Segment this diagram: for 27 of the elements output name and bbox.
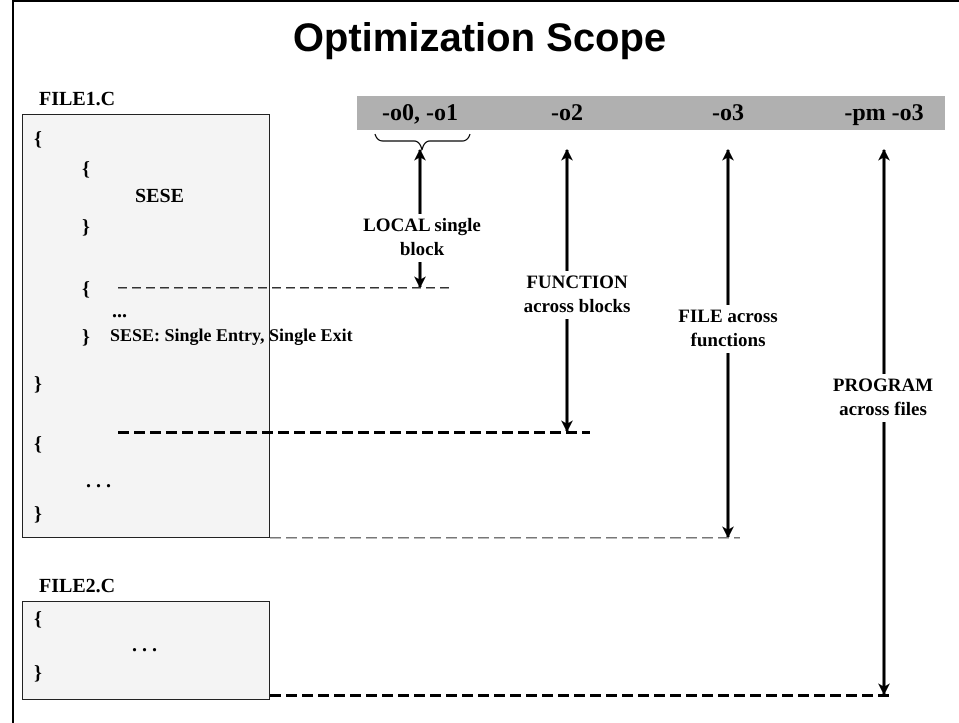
code-text: . . . bbox=[132, 634, 157, 656]
code-text: SESE: Single Entry, Single Exit bbox=[110, 324, 353, 346]
title: Optimization Scope bbox=[292, 16, 668, 61]
option-bar bbox=[357, 96, 945, 130]
option-label: -o0, -o1 bbox=[370, 96, 470, 150]
dashed-line bbox=[270, 537, 740, 538]
option-label: -pm -o3 bbox=[824, 96, 944, 150]
code-text: { bbox=[34, 433, 42, 455]
option-label: -o2 bbox=[532, 96, 602, 150]
file-name: FILE2.C bbox=[39, 575, 116, 598]
code-text: } bbox=[82, 216, 90, 238]
code-text: { bbox=[34, 128, 42, 150]
code-text: . . . bbox=[86, 470, 111, 492]
code-text: { bbox=[82, 158, 90, 180]
double-arrow bbox=[878, 148, 890, 696]
option-label: -o3 bbox=[693, 96, 763, 150]
code-text: { bbox=[34, 608, 42, 630]
dashed-line bbox=[118, 431, 590, 434]
code-text: } bbox=[82, 326, 90, 348]
dashed-line bbox=[118, 287, 452, 288]
code-text: ... bbox=[112, 300, 127, 322]
code-text: { bbox=[82, 278, 90, 300]
file-name: FILE1.C bbox=[39, 88, 116, 111]
code-text: } bbox=[34, 373, 42, 395]
code-text: SESE bbox=[135, 185, 184, 207]
code-text: } bbox=[34, 662, 42, 684]
code-text: } bbox=[34, 503, 42, 525]
